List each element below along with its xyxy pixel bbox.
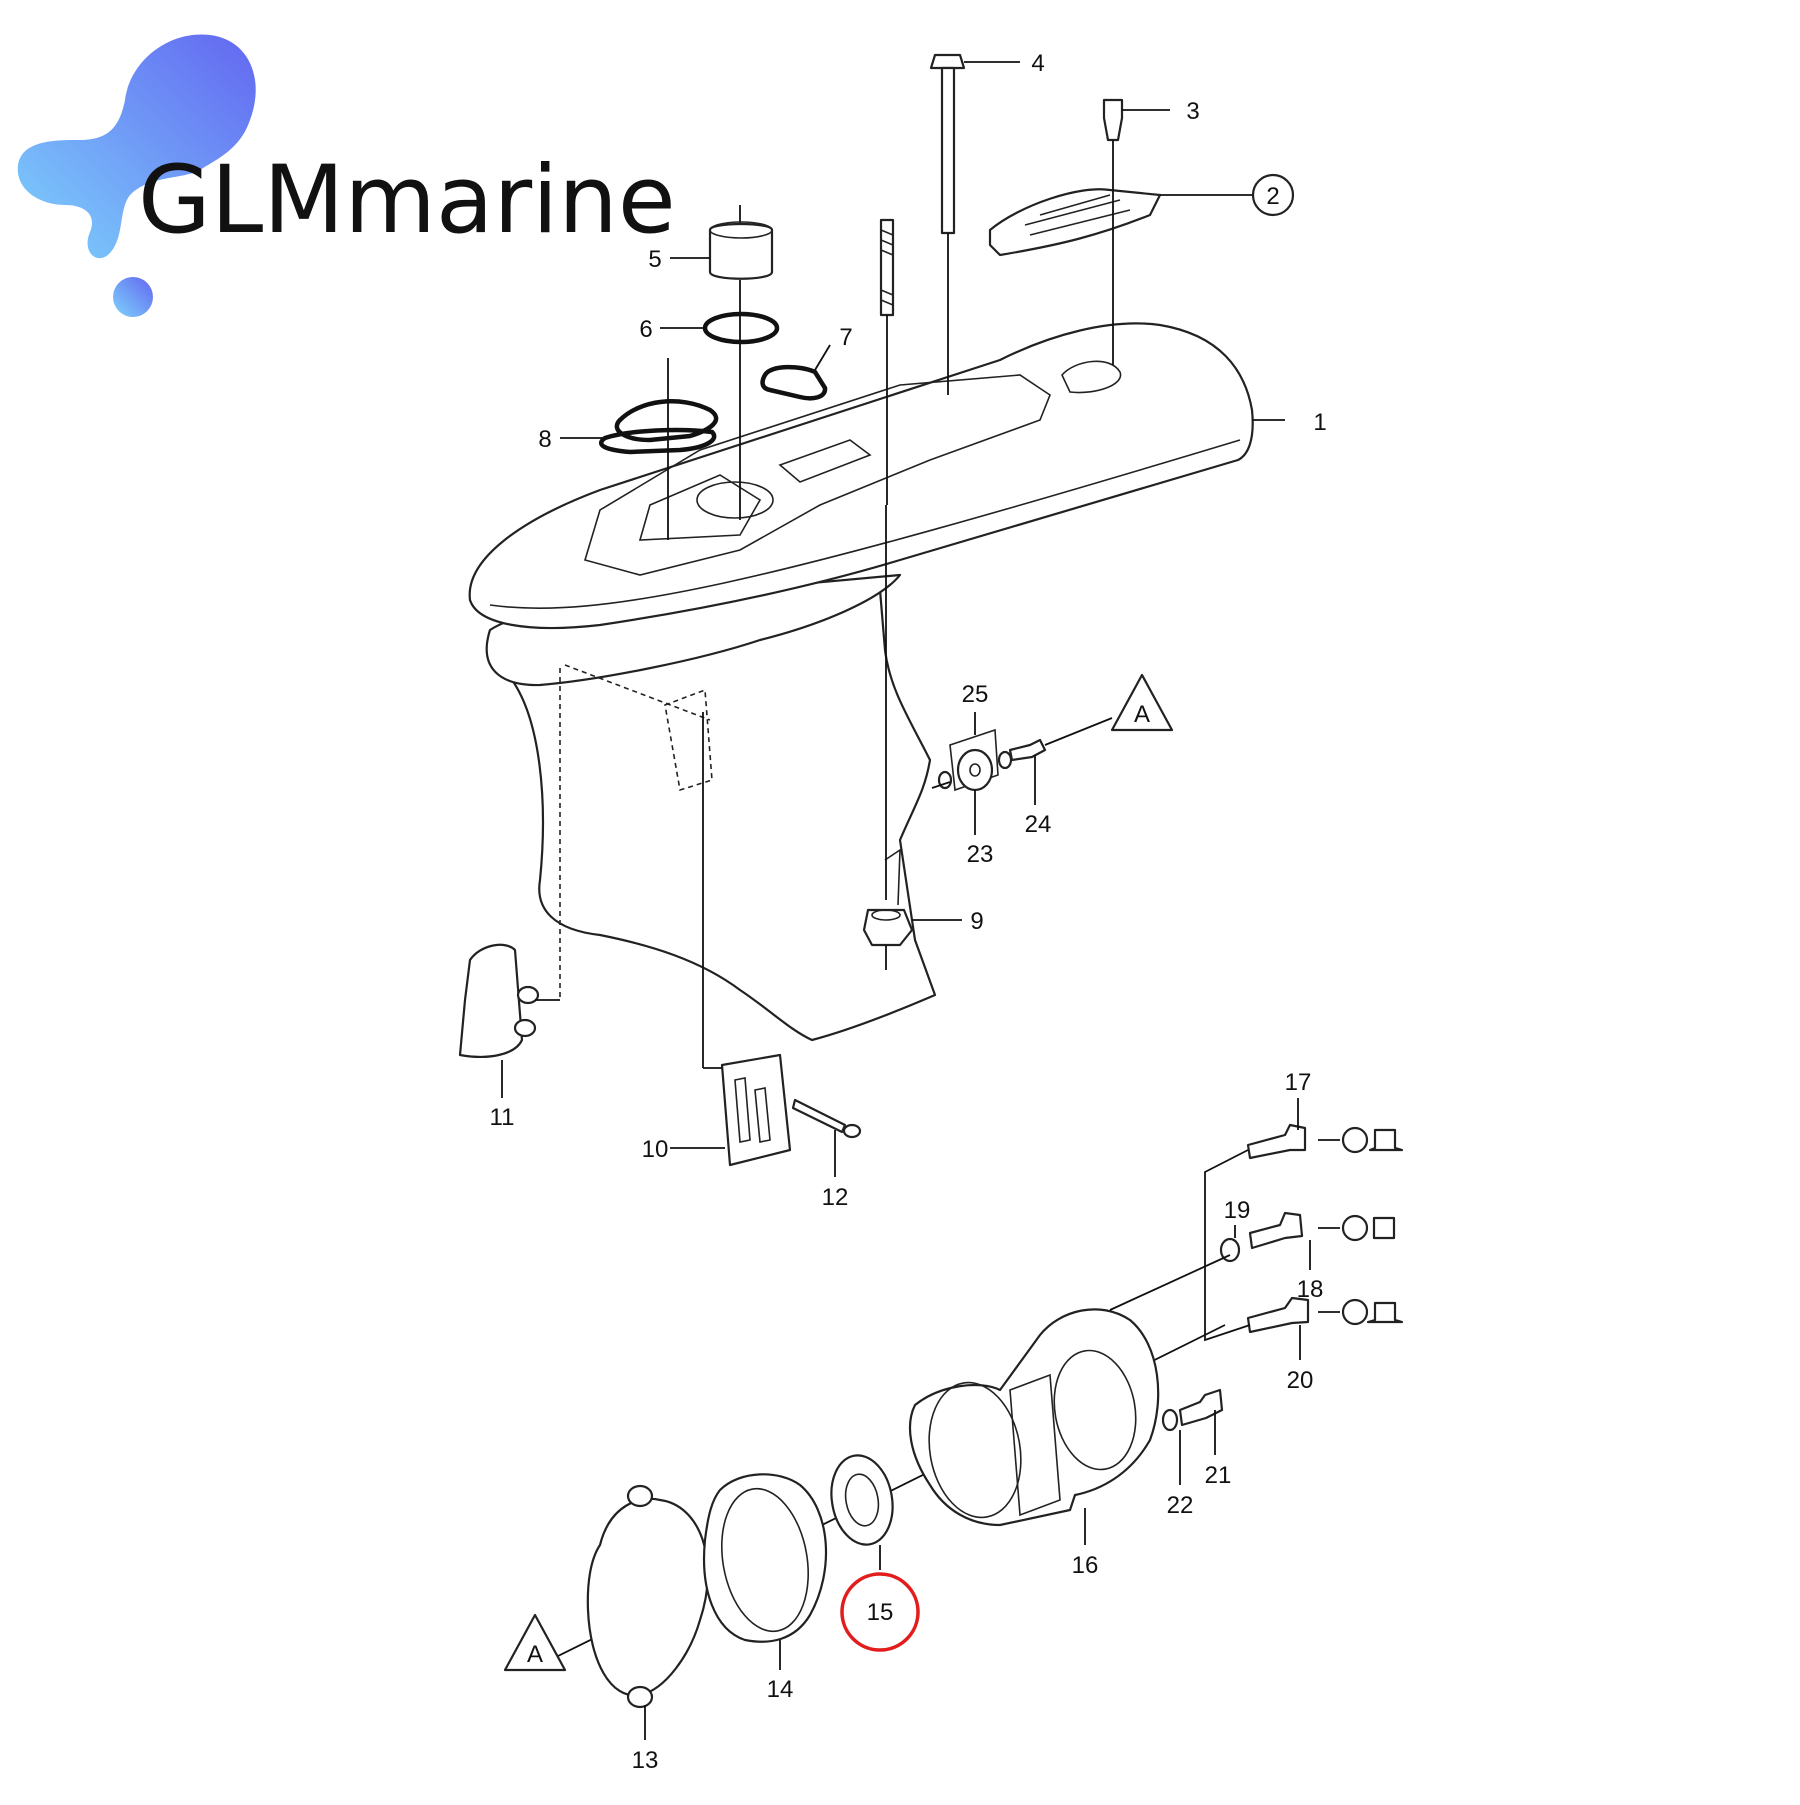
- callout-1: 1: [1313, 409, 1326, 436]
- callout-leaders: [501, 61, 1311, 1740]
- part-6-o-ring: [702, 311, 780, 345]
- part-16-carrier: [908, 1308, 1160, 1527]
- housing-lower-body: [510, 588, 937, 1042]
- part-18-bolt: [1248, 1211, 1304, 1250]
- housing-top-deck: [468, 322, 1254, 630]
- callout-15: 15: [867, 1599, 894, 1626]
- svg-text:A: A: [1134, 701, 1150, 728]
- callout-3: 3: [1186, 98, 1199, 125]
- logo-drop: [113, 277, 153, 317]
- callout-22: 22: [1167, 1492, 1194, 1519]
- part-8-gasket: [598, 358, 719, 540]
- housing-stud-boss: [1061, 360, 1122, 394]
- callout-25: 25: [962, 681, 989, 708]
- part-19-washer: [1219, 1237, 1241, 1263]
- callout-4: 4: [1031, 50, 1044, 77]
- part-23-washer: [956, 748, 994, 792]
- gearcase-housing: [468, 322, 1254, 1042]
- part-20-bolt: [1246, 1296, 1310, 1334]
- callout-21: 21: [1205, 1462, 1232, 1489]
- callout-17: 17: [1285, 1069, 1312, 1096]
- highlight-ring-15: [840, 1572, 920, 1652]
- callout-19: 19: [1224, 1197, 1251, 1224]
- housing-shift-port: [778, 439, 872, 483]
- part-12-bolt: [791, 1098, 862, 1139]
- housing-slot: [884, 848, 901, 906]
- part-17-bolt: [1246, 1123, 1307, 1160]
- callout-24: 24: [1025, 811, 1052, 838]
- callout-16: 16: [1072, 1552, 1099, 1579]
- part-21-screw: [1178, 1388, 1224, 1427]
- part-13-gasket: [586, 1497, 709, 1697]
- callout-10: 10: [642, 1136, 669, 1163]
- logo-blob: [17, 34, 256, 259]
- callout-5: 5: [648, 246, 661, 273]
- svg-text:A: A: [527, 1641, 543, 1668]
- brand-name: GLMmarine: [138, 146, 676, 255]
- part-25-group: [931, 717, 1113, 792]
- callout-12: 12: [822, 1184, 849, 1211]
- part-9-nut: [862, 505, 914, 970]
- callout-2: 2: [1266, 183, 1279, 210]
- part-3-screw: [1102, 98, 1124, 365]
- part-4-bolt: [929, 53, 966, 395]
- callout-8: 8: [538, 426, 551, 453]
- housing-anode-cavity: [664, 688, 713, 792]
- housing-driveshaft-bore: [696, 481, 774, 519]
- bolt-bracket: [1204, 1149, 1251, 1342]
- part-15-seal: [830, 1454, 894, 1546]
- part-24-screw: [1008, 738, 1047, 762]
- callout-13: 13: [632, 1747, 659, 1774]
- callout-20: 20: [1287, 1367, 1314, 1394]
- propshaft-assembly: [549, 1123, 1404, 1709]
- part-10-anode: [702, 712, 792, 1167]
- part-11-anode: [458, 943, 560, 1058]
- callout-6: 6: [639, 316, 652, 343]
- ref-marker-upper: A: [1110, 673, 1174, 732]
- housing-mount-face: [583, 374, 1051, 576]
- callout-18: 18: [1297, 1276, 1324, 1303]
- callout-9: 9: [970, 908, 983, 935]
- part-7-seal: [760, 364, 828, 401]
- cover-body: [988, 188, 1162, 257]
- part-2-cover: [988, 188, 1162, 257]
- part-22-washer: [1161, 1408, 1179, 1432]
- callout-11: 11: [490, 1104, 515, 1131]
- anode-11-guide: [564, 664, 711, 721]
- brand-logo: GLMmarine: [17, 34, 676, 317]
- part-5-bushing: [708, 205, 774, 520]
- ref-marker-lower: A: [503, 1613, 567, 1672]
- callout-7: 7: [839, 324, 852, 351]
- callout-14: 14: [767, 1676, 794, 1703]
- housing-deck-rim: [489, 439, 1241, 609]
- stud: [879, 218, 895, 505]
- callout-labels: 1 2 3 4 5 6 7 8 9 10 11 12 13 14 15 16 1…: [490, 50, 1327, 1774]
- callout-23: 23: [967, 841, 994, 868]
- callout-2-circle: [1251, 173, 1295, 217]
